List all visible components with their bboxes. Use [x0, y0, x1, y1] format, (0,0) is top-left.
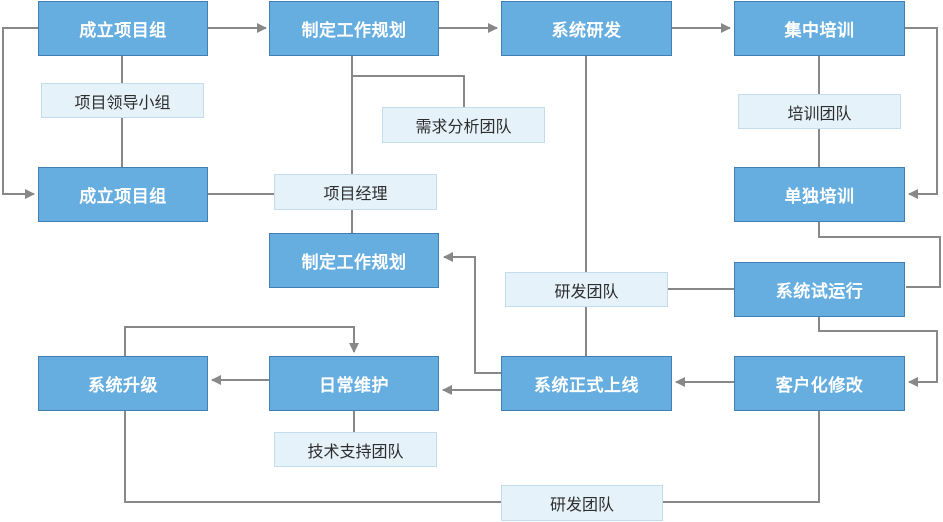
- line-bottom-loop: [124, 410, 820, 503]
- node-establish-project-team-2: 成立项目组: [38, 167, 208, 222]
- node-daily-maintenance: 日常维护: [269, 356, 439, 411]
- label-rd-team: 研发团队: [505, 272, 668, 307]
- line-n2-req: [352, 75, 465, 107]
- node-system-trial-run: 系统试运行: [734, 262, 905, 317]
- arrow-n11-n6: [443, 252, 501, 374]
- label-rd-team-2: 研发团队: [501, 485, 663, 521]
- node-customization: 客户化修改: [734, 356, 905, 411]
- node-establish-project-team: 成立项目组: [38, 1, 208, 56]
- node-make-work-plan-2: 制定工作规划: [269, 233, 439, 288]
- arrow-n4-n7: [905, 27, 938, 199]
- arrow-loop-n10: [124, 326, 359, 356]
- node-make-work-plan: 制定工作规划: [269, 1, 439, 56]
- label-project-leadership-group: 项目领导小组: [41, 83, 204, 118]
- label-training-team: 培训团队: [738, 94, 901, 129]
- node-system-upgrade: 系统升级: [38, 356, 208, 411]
- node-individual-training: 单独培训: [734, 167, 905, 222]
- arrow-n8-n12: [818, 317, 938, 387]
- label-project-manager: 项目经理: [274, 174, 437, 210]
- label-tech-support-team: 技术支持团队: [274, 432, 437, 467]
- label-requirements-team: 需求分析团队: [382, 107, 545, 143]
- node-centralized-training: 集中培训: [734, 1, 905, 56]
- node-system-development: 系统研发: [501, 1, 672, 56]
- node-system-go-live: 系统正式上线: [501, 356, 672, 411]
- arrow-n1-n5: [2, 27, 38, 199]
- line-n7-n8: [818, 222, 941, 288]
